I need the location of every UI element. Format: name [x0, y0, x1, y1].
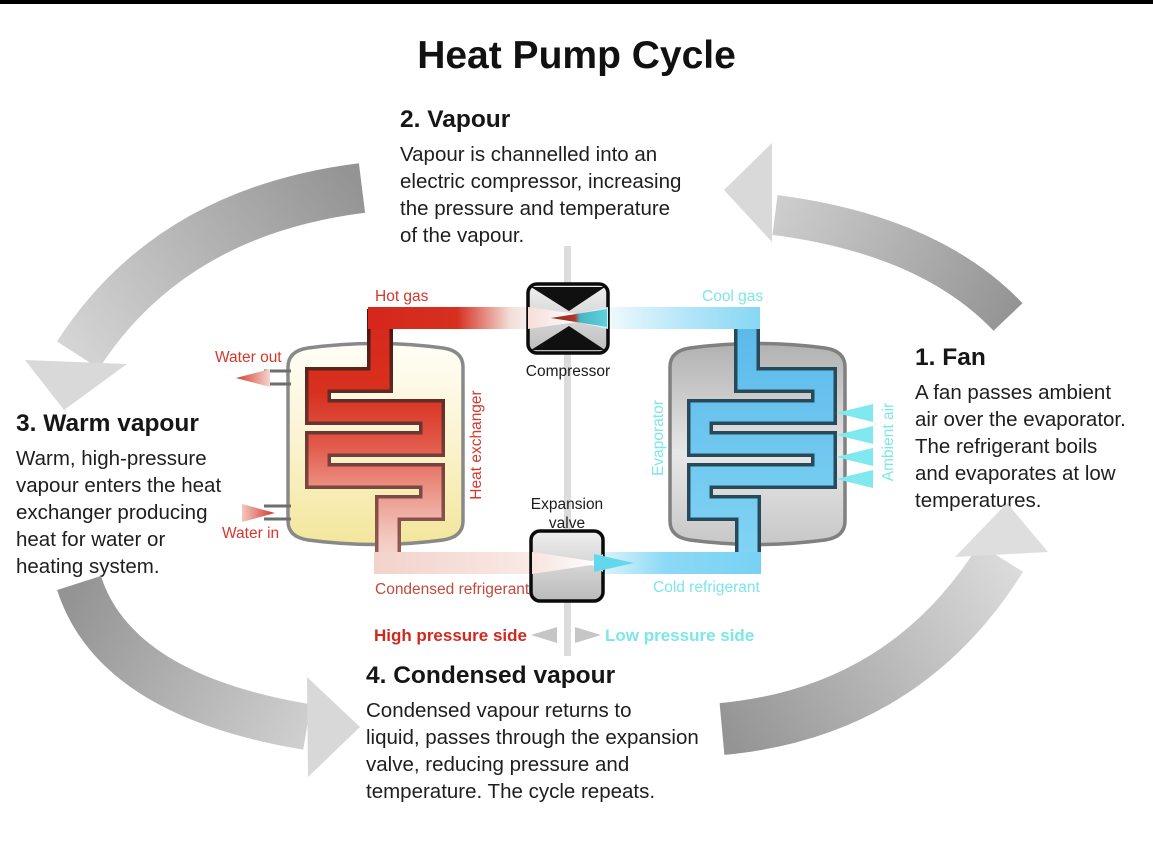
- step-1-text-line: air over the evaporator.: [915, 408, 1126, 431]
- step-3-text-line: vapour enters the heat: [16, 474, 222, 497]
- cold-refrigerant-pipe: [602, 552, 761, 574]
- water-out-arrow: [236, 369, 270, 387]
- step-3-text-line: Warm, high-pressure: [16, 447, 207, 470]
- step-4-text-line: valve, reducing pressure and: [366, 753, 630, 776]
- top-border-rule: [0, 0, 1153, 4]
- compressor: [526, 282, 610, 355]
- step-3-text-line: heating system.: [16, 555, 160, 578]
- step-1-text-line: temperatures.: [915, 489, 1042, 512]
- evaporator-label: Evaporator: [650, 400, 667, 476]
- condensed-refrigerant-pipe: [374, 552, 533, 574]
- step-1-heading: 1. Fan: [915, 344, 986, 371]
- step-2-text-line: the pressure and temperature: [400, 197, 671, 220]
- water-in-arrow: [242, 504, 275, 522]
- step-4-text-line: temperature. The cycle repeats.: [366, 780, 656, 803]
- cycle-arrow-bottom-left: [57, 575, 360, 777]
- water-out-label: Water out: [215, 349, 282, 366]
- compressor-bottom-vane: [531, 326, 605, 350]
- step-2-text-line: of the vapour.: [400, 224, 525, 247]
- water-in-connection: [264, 504, 291, 521]
- compressor-label: Compressor: [526, 363, 610, 380]
- step-4-text-line: liquid, passes through the expansion: [366, 726, 699, 749]
- step-1-fan: 1. Fan A fan passes ambient air over the…: [915, 344, 1153, 514]
- step-1-text-line: A fan passes ambient: [915, 381, 1112, 404]
- step-2-vapour: 2. Vapour Vapour is channelled into an e…: [400, 106, 720, 249]
- water-in-label: Water in: [222, 525, 279, 542]
- step-3-text-line: exchanger producing: [16, 501, 208, 524]
- low-pressure-triangle: [575, 627, 601, 643]
- step-3-text-line: heat for water or: [16, 528, 166, 551]
- step-1-text-line: The refrigerant boils: [915, 435, 1098, 458]
- compressor-flow-arrow: [551, 309, 607, 327]
- expansion-valve-label-line2: valve: [549, 515, 585, 532]
- expansion-valve-label-line1: Expansion: [531, 496, 603, 513]
- cool-gas-label: Cool gas: [702, 288, 763, 305]
- evaporator-coil: [687, 309, 837, 574]
- cool-gas-pipe: [607, 307, 760, 329]
- compressor-top-vane: [531, 287, 605, 311]
- ambient-air-arrows: [836, 404, 873, 488]
- hot-gas-pipe: [368, 307, 529, 329]
- step-1-text-line: and evaporates at low: [915, 462, 1116, 485]
- heat-exchanger-coil: [305, 309, 445, 574]
- step-2-text-line: Vapour is channelled into an: [400, 143, 658, 166]
- cycle-arrow-bottom-right: [719, 503, 1048, 755]
- low-pressure-side-label: Low pressure side: [605, 626, 754, 645]
- heat-exchanger-label: Heat exchanger: [468, 390, 485, 499]
- step-2-text-line: electric compressor, increasing: [400, 170, 682, 193]
- step-3-warm-vapour: 3. Warm vapour Warm, high-pressure vapou…: [16, 410, 256, 580]
- valve-flow-arrow: [594, 554, 634, 572]
- expansion-valve: [529, 529, 634, 603]
- page-title: Heat Pump Cycle: [417, 34, 736, 77]
- step-4-heading: 4. Condensed vapour: [366, 662, 616, 689]
- ambient-air-label: Ambient air: [880, 403, 897, 481]
- cycle-arrow-top-left: [25, 163, 366, 410]
- cold-refrigerant-label: Cold refrigerant: [653, 579, 761, 596]
- step-4-text-line: Condensed vapour returns to: [366, 699, 632, 722]
- step-3-heading: 3. Warm vapour: [16, 410, 199, 437]
- step-4-condensed-vapour: 4. Condensed vapour Condensed vapour ret…: [366, 662, 736, 805]
- high-pressure-side-label: High pressure side: [374, 626, 527, 645]
- step-2-heading: 2. Vapour: [400, 106, 511, 133]
- condensed-refrigerant-label: Condensed refrigerant: [375, 581, 530, 598]
- hot-gas-label: Hot gas: [375, 288, 429, 305]
- cycle-arrow-top-right: [724, 143, 1023, 331]
- high-pressure-triangle: [531, 627, 557, 643]
- valve-channel-left: [532, 552, 592, 574]
